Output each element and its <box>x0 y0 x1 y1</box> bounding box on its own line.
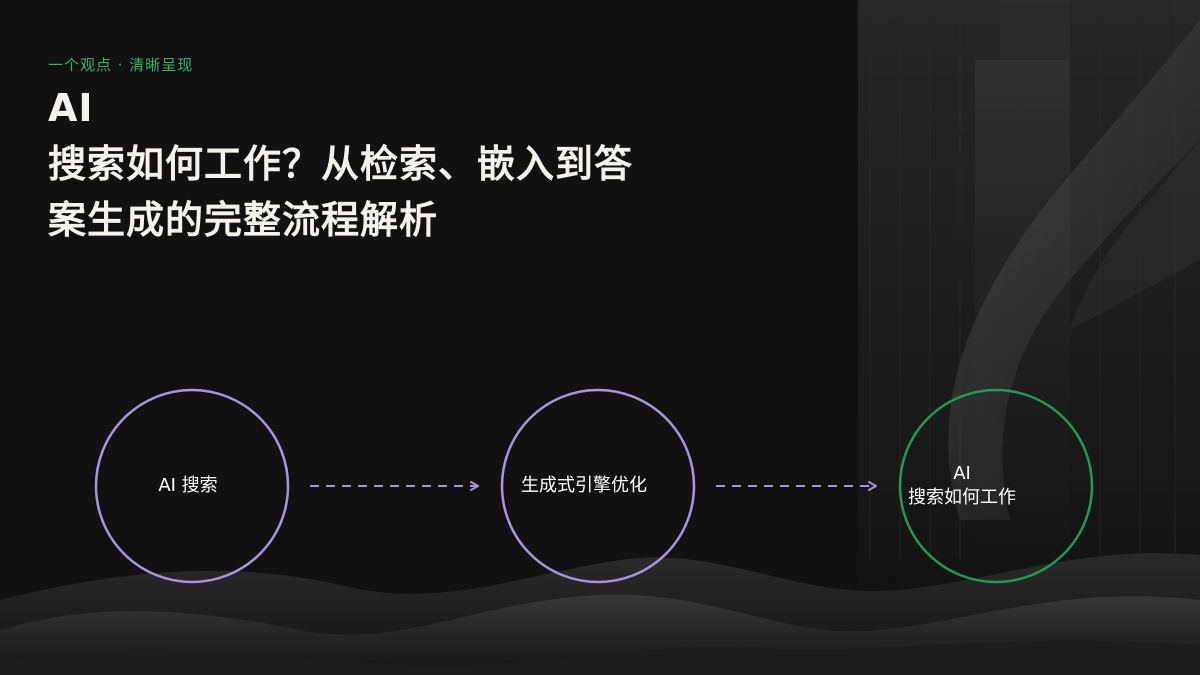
node-circle-how-it-works <box>898 388 1094 584</box>
eyebrow-tagline: 一个观点 · 清晰呈现 <box>48 56 194 74</box>
node-label-ai-search: AI 搜索 <box>158 474 217 498</box>
node-label-how-it-works-line-2: 搜索如何工作 <box>908 487 1016 508</box>
title-line-1: AI <box>48 86 94 130</box>
title-line-3: 案生成的完整流程解析 <box>48 198 439 242</box>
page-title: AI 搜索如何工作？从检索、嵌入到答 案生成的完整流程解析 <box>48 80 788 248</box>
node-label-geo-line-1: 生成式引擎优化 <box>521 475 647 496</box>
node-label-geo: 生成式引擎优化 <box>521 474 647 498</box>
node-label-how-it-works: AI 搜索如何工作 <box>908 462 1016 510</box>
node-label-ai-search-line-1: AI 搜索 <box>158 475 218 496</box>
node-label-how-it-works-line-1: AI <box>953 463 971 484</box>
title-line-2: 搜索如何工作？从检索、嵌入到答 <box>48 142 634 186</box>
node-circle-ai-search <box>94 388 290 584</box>
node-circle-geo <box>500 388 696 584</box>
